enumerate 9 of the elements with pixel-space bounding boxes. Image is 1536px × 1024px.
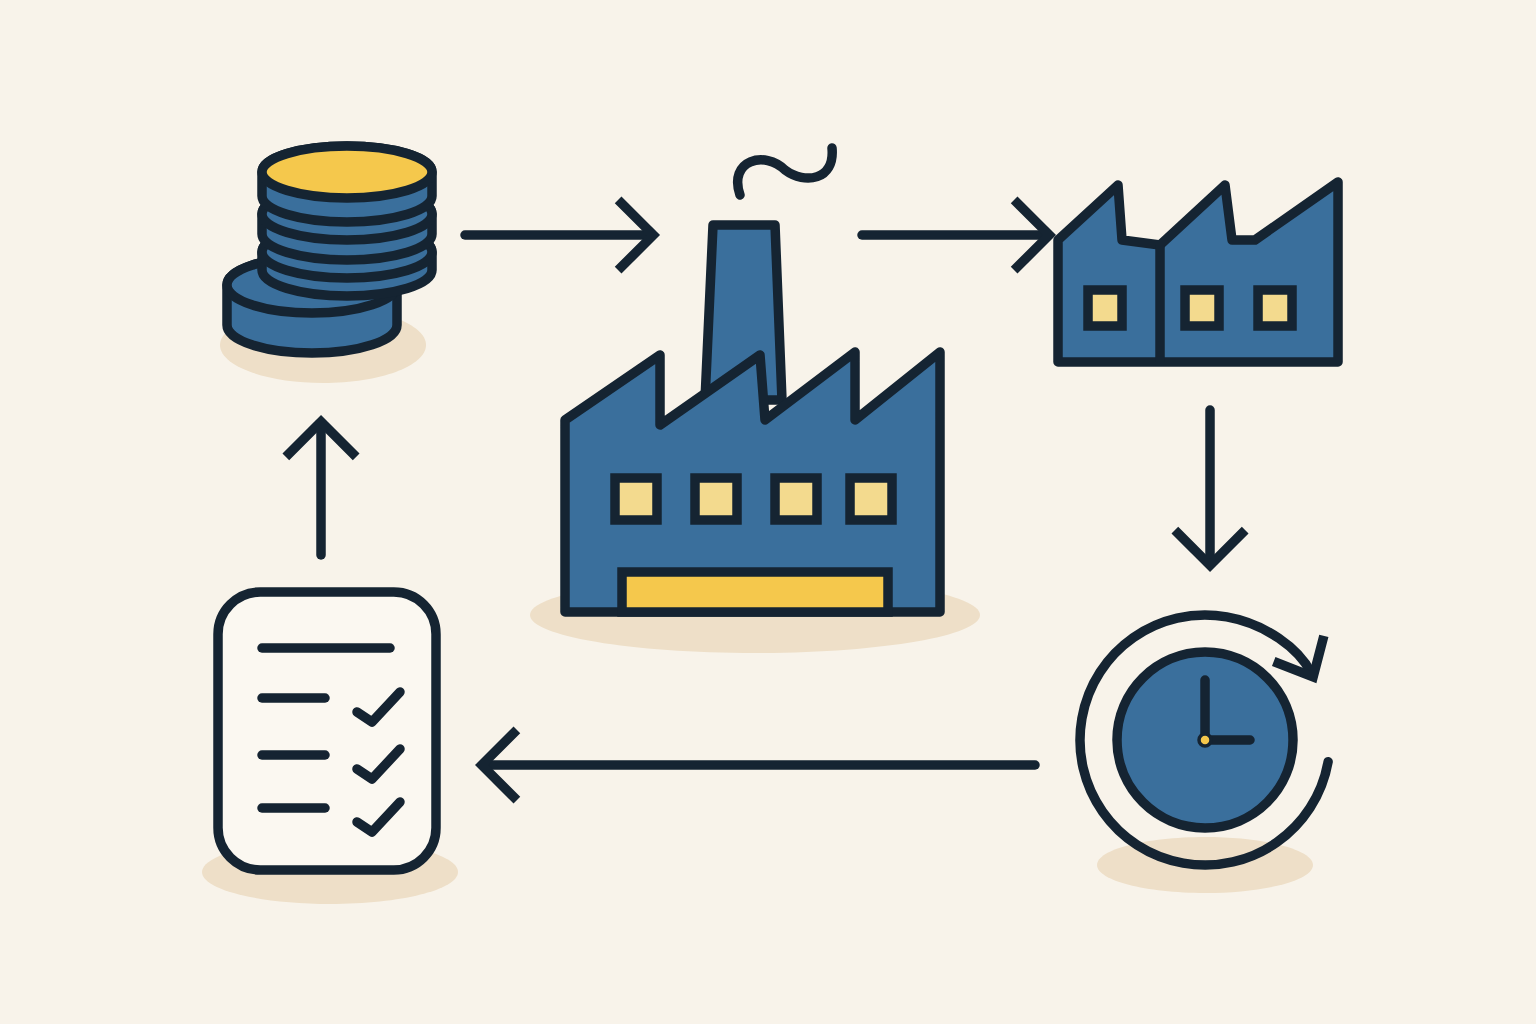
arrow <box>1171 405 1249 572</box>
factory-drawing <box>1053 177 1343 367</box>
arrow <box>475 726 1040 804</box>
checklist-drawing <box>202 587 458 904</box>
arrow <box>460 196 660 274</box>
clock-drawing <box>1075 610 1333 893</box>
factory-drawing <box>530 143 980 653</box>
coins-drawing <box>220 141 437 383</box>
arrow <box>857 196 1056 274</box>
